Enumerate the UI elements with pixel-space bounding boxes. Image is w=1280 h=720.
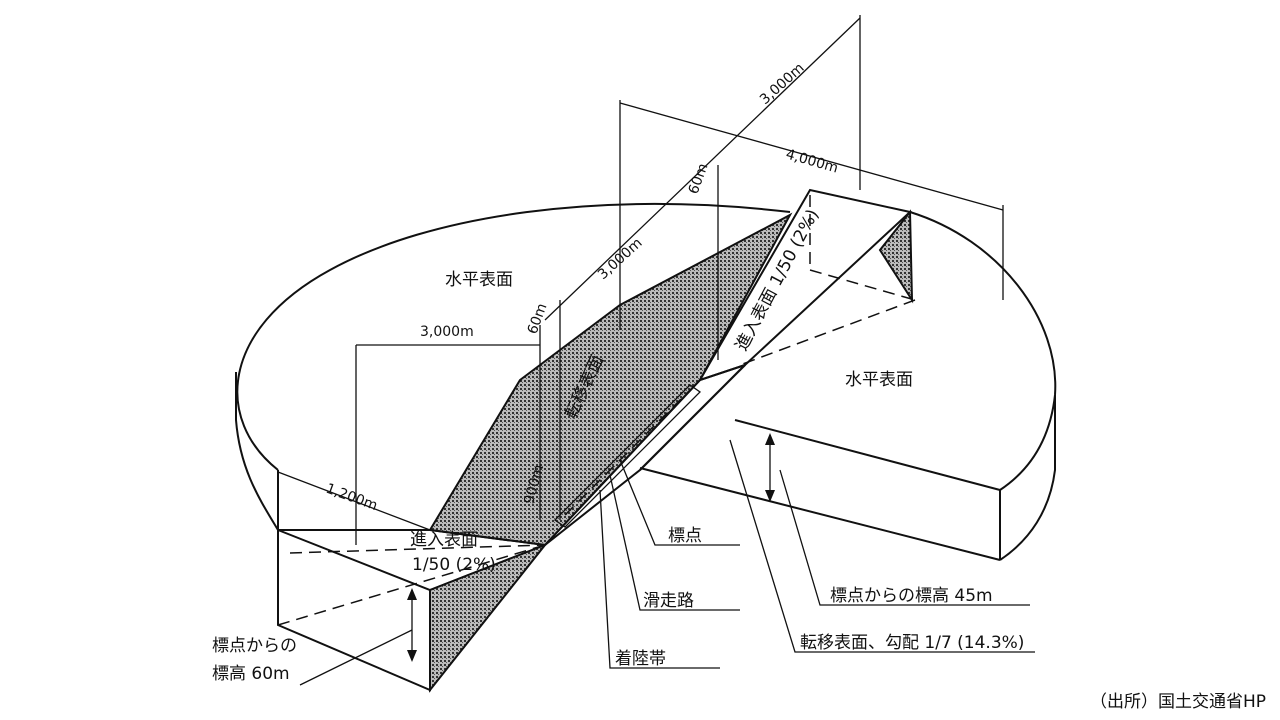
dim-4000: 4,000m <box>784 146 840 176</box>
label-approach-slope-left: 1/50 (2%) <box>412 555 496 575</box>
callout-reference-point: 標点 <box>668 526 702 546</box>
cylinder-wall-left <box>235 372 279 531</box>
cylinder-wall-right <box>999 395 1056 561</box>
leader-elevation-45 <box>779 469 1030 606</box>
callout-elevation-60-line1: 標点からの <box>212 636 297 656</box>
transitional-surface-right <box>878 209 914 304</box>
label-horizontal-surface-right: 水平表面 <box>845 370 913 390</box>
leader-runway <box>609 474 740 611</box>
hidden-edge <box>289 544 546 554</box>
callout-elevation-60-line2: 標高 60m <box>212 664 290 684</box>
leader-transitional-slope <box>729 439 1035 653</box>
dim-1200: 1,200m <box>324 481 380 514</box>
approach-box-front <box>277 530 431 692</box>
dim-line-4000 <box>619 102 1004 211</box>
runway <box>553 384 702 528</box>
hidden-edge <box>739 299 916 366</box>
dim-60-upper: 60m <box>686 161 712 196</box>
horizontal-surface-right-outline <box>909 211 1057 491</box>
wall-bottom-edge <box>639 467 1001 561</box>
runway-centerline <box>564 389 691 516</box>
dim-line-3000-top <box>544 17 861 321</box>
horizontal-surface-left-outline <box>236 203 791 471</box>
callout-runway: 滑走路 <box>643 591 694 611</box>
dim-line-1200 <box>277 471 431 531</box>
leader-reference-point <box>619 459 740 546</box>
leader-elevation-60 <box>299 629 413 686</box>
label-approach-surface-left: 進入表面 <box>410 530 478 550</box>
callout-transitional-slope: 転移表面、勾配 1/7 (14.3%) <box>800 633 1024 653</box>
source-caption: （出所）国土交通省HP <box>1089 692 1266 712</box>
wall-top-edge <box>734 419 1001 491</box>
dim-3000-left: 3,000m <box>420 324 474 340</box>
callout-elevation-45: 標点からの標高 45m <box>830 586 993 606</box>
leader-landing-strip <box>599 489 720 669</box>
label-horizontal-surface-left: 水平表面 <box>445 270 513 290</box>
callout-landing-strip: 着陸帯 <box>615 649 666 669</box>
hidden-edge <box>277 544 546 626</box>
dim-3000-top: 3,000m <box>757 60 808 108</box>
edge <box>639 364 746 471</box>
